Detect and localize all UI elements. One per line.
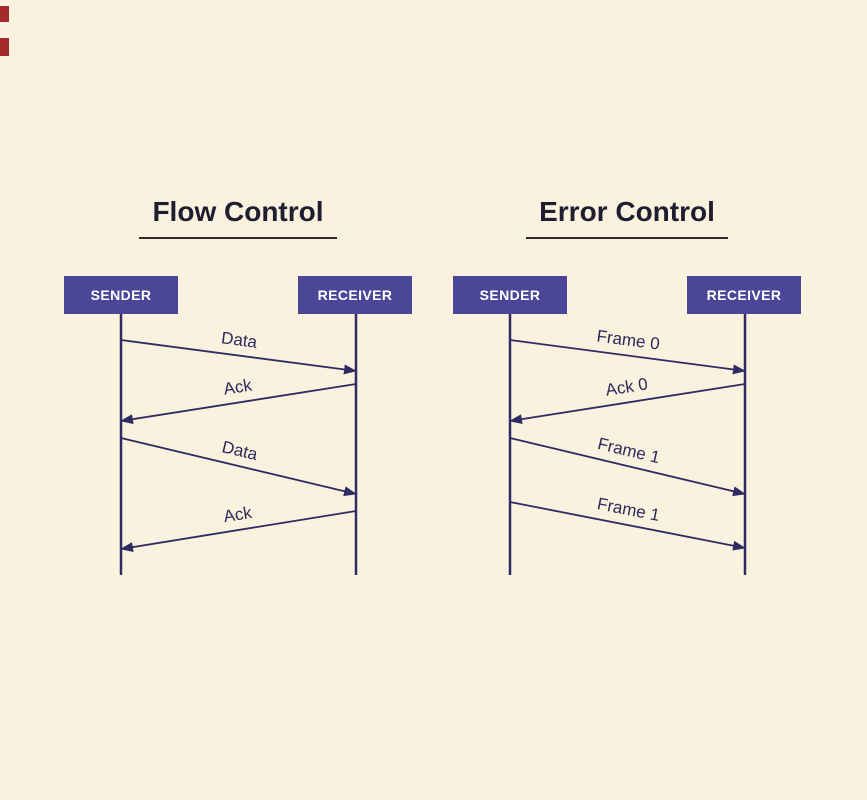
message-arrow [509, 437, 746, 497]
diagram-title: Error Control [453, 196, 801, 239]
arrow-label: Frame 0 [596, 326, 661, 353]
arrow-label: Ack 0 [604, 374, 649, 399]
arrow-label: Ack [222, 503, 254, 526]
arrow-label: Data [220, 437, 260, 464]
red-edge-mark [0, 38, 9, 56]
sender-box: SENDER [453, 276, 567, 314]
diagram-title-text: Error Control [526, 196, 728, 239]
sender-box: SENDER [64, 276, 178, 314]
red-edge-mark [0, 6, 9, 22]
arrow-label: Ack [222, 375, 253, 398]
message-arrow [509, 383, 746, 425]
message-arrow [120, 510, 357, 553]
diagram-title-text: Flow Control [139, 196, 337, 239]
message-arrow [509, 339, 746, 375]
error-control-diagram: Error Control SENDER RECEIVER Frame 0 Ack… [453, 196, 801, 590]
diagram-title: Flow Control [64, 196, 412, 239]
receiver-box: RECEIVER [298, 276, 412, 314]
message-arrow [120, 437, 357, 497]
message-arrow [509, 501, 746, 551]
arrow-label: Frame 1 [596, 434, 662, 467]
message-arrow [120, 339, 357, 375]
receiver-box: RECEIVER [687, 276, 801, 314]
message-arrow [120, 383, 357, 425]
arrow-label: Data [220, 328, 259, 352]
